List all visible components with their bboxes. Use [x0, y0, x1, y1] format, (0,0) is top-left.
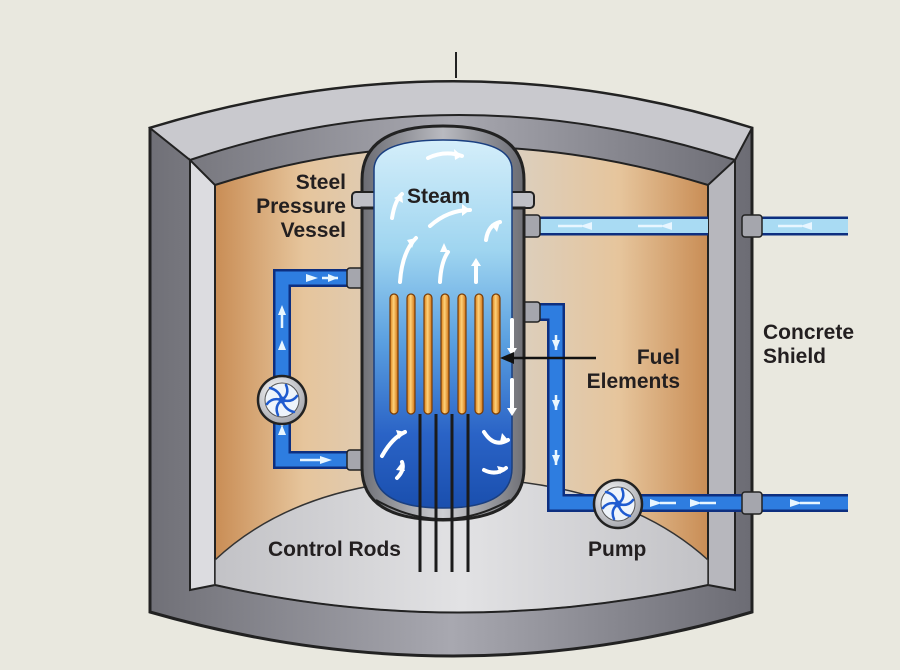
control-rods-label: Control Rods	[268, 538, 401, 561]
fuel-elements-label-line-2: Elements	[586, 370, 680, 393]
vessel-arrowheads	[394, 149, 517, 474]
fuel-elements-label: Fuel Elements	[576, 346, 680, 394]
pressure-vessel-label-line-1: Steel	[295, 171, 346, 194]
control-rods	[418, 414, 470, 572]
pump-label: Pump	[588, 538, 647, 561]
pressure-vessel-label-line-2: Pressure	[256, 195, 346, 218]
pressure-vessel-label: Steel Pressure Vessel	[250, 171, 346, 243]
pressure-vessel-label-line-3: Vessel	[280, 219, 346, 242]
steam-label: Steam	[407, 185, 471, 208]
left-pump-icon	[256, 374, 308, 426]
concrete-shield-label-line-1: Concrete	[763, 321, 855, 344]
fuel-elements-arrow-icon	[500, 352, 596, 364]
fuel-elements-label-line-1: Fuel	[636, 346, 680, 369]
right-pump-icon	[592, 478, 644, 530]
fuel-elements	[389, 293, 501, 415]
concrete-shield-label-line-2: Shield	[763, 345, 827, 368]
concrete-shield-label: Concrete Shield	[763, 321, 854, 369]
